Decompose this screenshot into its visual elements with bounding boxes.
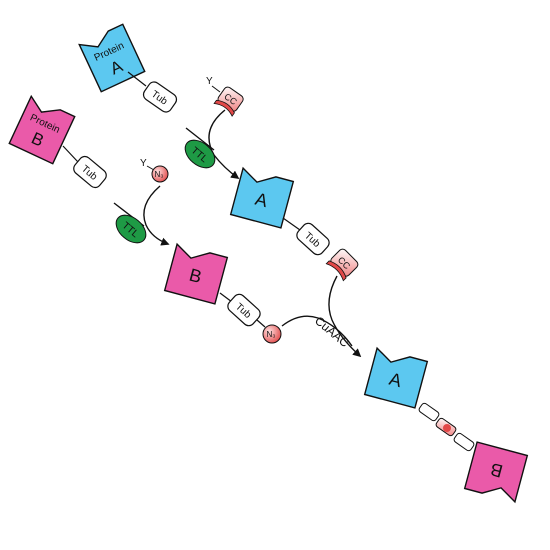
protein-a-modified: A — [229, 166, 295, 229]
y-label-cc: Y — [206, 76, 213, 87]
ttl-arrow-1 — [208, 109, 240, 179]
protein-b-letter: B — [187, 265, 204, 287]
n3-tag-reagent: N₃ — [151, 165, 169, 183]
protein-b-linker — [62, 145, 79, 163]
protein-b-shape — [8, 94, 76, 165]
protein-a-product: A — [363, 346, 429, 409]
product-tub-a — [418, 402, 440, 422]
protein-b-mod-linker — [219, 292, 233, 303]
protein-b-letter: B — [488, 459, 505, 481]
protein-a-shape — [78, 23, 146, 93]
protein-a-letter: A — [253, 189, 270, 211]
protein-b-modified: B — [163, 242, 229, 305]
protein-a-mod-linker — [282, 217, 301, 231]
tub-tag-b-mod: Tub — [227, 293, 261, 327]
cuaac-arrow-right — [328, 275, 362, 358]
protein-a-letter: A — [387, 369, 404, 391]
arrow-1-tail — [185, 127, 215, 151]
ttl-enzyme-2: TTL — [115, 214, 147, 244]
product-linker — [418, 402, 475, 452]
n3-label: N₃ — [266, 330, 275, 339]
cc-tag-attached: CC — [325, 248, 359, 282]
cuaac-arrow-left — [281, 315, 353, 347]
product-triazole-dot — [443, 424, 451, 432]
cc-tag-reagent: CC — [213, 86, 244, 117]
n3-label: N₃ — [154, 170, 163, 179]
protein-b-product: B — [463, 441, 529, 504]
product-tub-b — [453, 432, 475, 452]
y-label-n3: Y — [140, 158, 147, 169]
ttl-enzyme-1: TTL — [184, 139, 216, 169]
protein-a-linker — [127, 71, 147, 87]
tub-n3-linker — [256, 319, 266, 328]
tub-tag-a-mod: Tub — [296, 222, 330, 256]
n3-tag-attached: N₃ — [262, 324, 282, 344]
protein-a-start: Protein A — [78, 23, 146, 93]
ttl-arrow-2 — [143, 185, 170, 246]
protein-b-start: Protein B — [8, 94, 76, 165]
y-cc-bond — [211, 85, 221, 93]
tub-tag-b: Tub — [73, 155, 107, 189]
tub-tag-a: Tub — [142, 81, 178, 113]
y-n3-bond — [146, 165, 155, 171]
